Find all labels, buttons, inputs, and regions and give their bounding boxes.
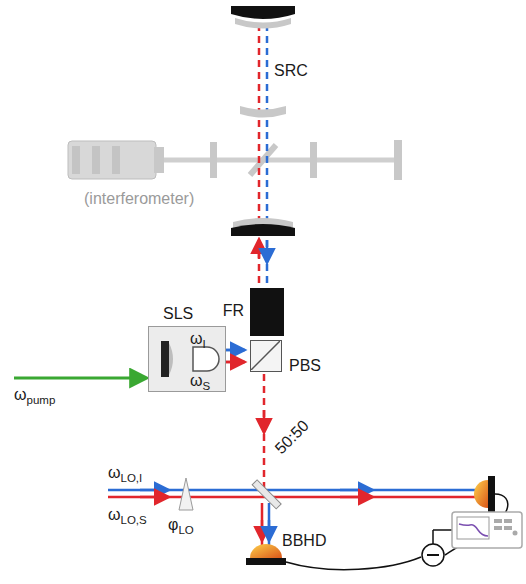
subtractor — [422, 544, 444, 566]
polarizing-beam-splitter: PBS — [250, 340, 282, 372]
pump-beam — [14, 377, 146, 380]
faraday-rotator: FR — [250, 288, 284, 336]
cavity-label: SRC — [274, 62, 308, 80]
photodetector — [246, 544, 286, 565]
frequency-label: ωpump — [14, 386, 55, 404]
phase-label: φLO — [168, 516, 194, 534]
squeezed-light-source: SLS — [148, 326, 226, 392]
detector-label: BBHD — [282, 532, 326, 550]
frequency-label: ωS — [190, 372, 210, 390]
splitter-ratio: 50:50 — [272, 417, 313, 458]
part-label: FR — [223, 302, 244, 320]
part-label: PBS — [289, 357, 321, 375]
phase-wedge — [179, 478, 193, 510]
frequency-label: ωLO,S — [108, 506, 147, 524]
beam — [266, 24, 269, 288]
beam-splitter — [252, 480, 281, 509]
frequency-label: ωLO,I — [108, 464, 142, 482]
spectrum-analyzer — [452, 512, 522, 548]
mirror — [231, 6, 295, 236]
interferometer-label: (interferometer) — [84, 190, 194, 208]
crystal-cavity — [149, 327, 224, 390]
photodetector — [474, 476, 495, 512]
signal-beam — [226, 350, 249, 362]
cube-diagonal — [251, 341, 280, 370]
part-label: SLS — [163, 305, 193, 323]
frequency-label: ωI — [190, 330, 206, 348]
beam — [258, 24, 261, 288]
interferometer — [68, 140, 402, 180]
lo-beam — [108, 496, 488, 499]
lo-beam — [108, 489, 488, 492]
